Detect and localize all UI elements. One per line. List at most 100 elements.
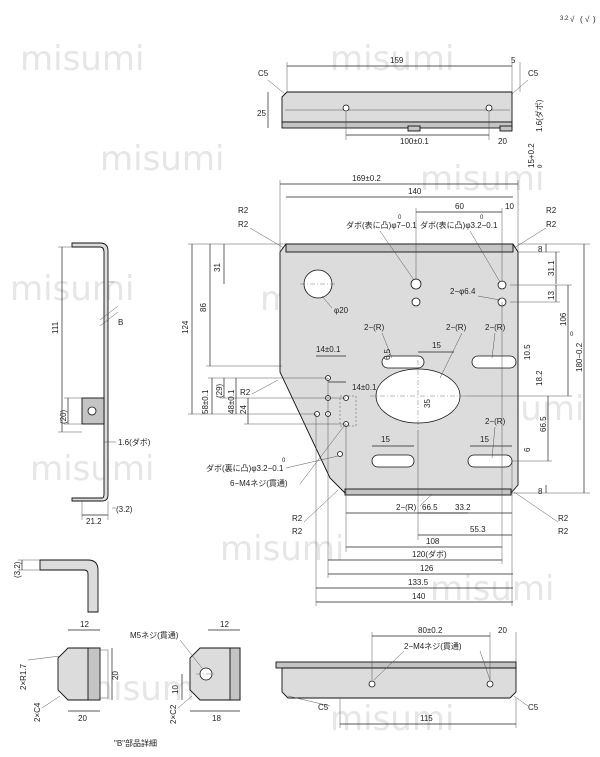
svg-text:140: 140 bbox=[412, 592, 426, 601]
svg-text:M5ネジ(貫通): M5ネジ(貫通) bbox=[130, 630, 179, 640]
svg-text:31: 31 bbox=[213, 263, 222, 272]
svg-text:25: 25 bbox=[257, 109, 266, 118]
svg-text:21.2: 21.2 bbox=[86, 517, 102, 526]
svg-text:66.5: 66.5 bbox=[422, 503, 438, 512]
svg-text:misumi: misumi bbox=[420, 159, 544, 199]
svg-text:2×R1.7: 2×R1.7 bbox=[19, 663, 28, 690]
svg-text:20: 20 bbox=[498, 626, 507, 635]
svg-text:15+0.2: 15+0.2 bbox=[527, 143, 536, 168]
svg-text:C5: C5 bbox=[528, 703, 539, 712]
detail-bend: (3.2) bbox=[13, 559, 99, 613]
svg-text:12: 12 bbox=[220, 620, 229, 629]
svg-text:1.6(ダボ): 1.6(ダボ) bbox=[118, 437, 151, 447]
detail-block-left: 12 20 20 2×R1.7 2×C4 bbox=[19, 620, 120, 723]
svg-text:14±0.1: 14±0.1 bbox=[352, 383, 377, 392]
svg-text:10.5: 10.5 bbox=[523, 344, 532, 360]
svg-text:(3.2): (3.2) bbox=[116, 505, 133, 514]
svg-text:2−φ6.4: 2−φ6.4 bbox=[450, 287, 476, 296]
svg-text:140: 140 bbox=[408, 187, 422, 196]
bottom-view: 80±0.2 20 2−M4ネジ(貫通) C5 C5 115 bbox=[275, 626, 539, 728]
svg-text:C5: C5 bbox=[528, 69, 539, 78]
svg-text:2−(R): 2−(R) bbox=[396, 503, 417, 512]
svg-text:): ) bbox=[593, 15, 596, 24]
svg-text:3.2: 3.2 bbox=[560, 16, 569, 22]
svg-text:60: 60 bbox=[455, 202, 464, 211]
svg-text:115: 115 bbox=[420, 714, 433, 723]
svg-text:ダボ(表に凸)φ7−0.1: ダボ(表に凸)φ7−0.1 bbox=[346, 220, 417, 230]
svg-text:(20): (20) bbox=[59, 409, 68, 424]
svg-text:133.5: 133.5 bbox=[408, 578, 429, 587]
svg-text:misumi: misumi bbox=[330, 699, 454, 739]
svg-text:20: 20 bbox=[111, 671, 120, 680]
svg-text:misumi: misumi bbox=[430, 569, 554, 609]
svg-text:20: 20 bbox=[78, 714, 87, 723]
svg-text:120(ダボ): 120(ダボ) bbox=[412, 549, 447, 559]
svg-text:180−0.2: 180−0.2 bbox=[575, 342, 584, 372]
svg-text:20: 20 bbox=[498, 137, 507, 146]
svg-text:48±0.1: 48±0.1 bbox=[227, 389, 236, 414]
svg-text:0: 0 bbox=[480, 215, 484, 221]
svg-text:10: 10 bbox=[505, 202, 514, 211]
svg-text:C5: C5 bbox=[318, 703, 329, 712]
svg-text:8: 8 bbox=[538, 487, 543, 496]
svg-text:R2: R2 bbox=[240, 388, 251, 397]
svg-text:R2: R2 bbox=[558, 514, 569, 523]
svg-text:R2: R2 bbox=[238, 220, 249, 229]
detail-block-right: M5ネジ(貫通) 12 10 2×C2 18 bbox=[130, 620, 241, 724]
svg-text:misumi: misumi bbox=[330, 39, 454, 79]
svg-text:106: 106 bbox=[559, 312, 568, 326]
svg-text:2×C4: 2×C4 bbox=[33, 702, 42, 722]
svg-text:0: 0 bbox=[538, 164, 544, 168]
top-view: 159 5 C5 C5 25 100±0.1 20 1.6(ダボ) 15+0.2… bbox=[257, 56, 544, 168]
svg-text:12: 12 bbox=[80, 620, 89, 629]
svg-text:R2: R2 bbox=[292, 514, 303, 523]
detail-title: "B"部品詳細 bbox=[114, 738, 157, 748]
svg-text:2×C2: 2×C2 bbox=[169, 704, 178, 724]
svg-text:31.1: 31.1 bbox=[547, 260, 556, 276]
svg-text:124: 124 bbox=[181, 320, 190, 334]
svg-text:169±0.2: 169±0.2 bbox=[352, 174, 381, 183]
svg-text:6−M4ネジ(貫通): 6−M4ネジ(貫通) bbox=[230, 478, 288, 488]
svg-text:86: 86 bbox=[199, 303, 208, 312]
svg-text:√: √ bbox=[570, 15, 575, 24]
svg-text:10: 10 bbox=[171, 685, 180, 694]
svg-text:R2: R2 bbox=[546, 206, 557, 215]
svg-text:misumi: misumi bbox=[10, 269, 134, 309]
svg-text:B: B bbox=[118, 318, 123, 327]
svg-text:18: 18 bbox=[212, 714, 221, 723]
svg-text:φ20: φ20 bbox=[334, 306, 349, 315]
svg-text:35: 35 bbox=[423, 399, 432, 408]
svg-text:6: 6 bbox=[523, 447, 532, 452]
svg-text:55.3: 55.3 bbox=[470, 525, 486, 534]
svg-text:ダボ(表に凸)φ3.2−0.1: ダボ(表に凸)φ3.2−0.1 bbox=[420, 220, 498, 230]
svg-text:R2: R2 bbox=[238, 206, 249, 215]
svg-text:80±0.2: 80±0.2 bbox=[418, 626, 443, 635]
svg-text:5: 5 bbox=[511, 56, 516, 65]
svg-text:√: √ bbox=[585, 15, 590, 24]
svg-text:108: 108 bbox=[426, 537, 440, 546]
svg-text:0: 0 bbox=[398, 215, 402, 221]
svg-text:18.2: 18.2 bbox=[535, 370, 544, 386]
side-view: 111 (20) 1.6(ダボ) B 21.2 (3.2) bbox=[51, 242, 151, 526]
svg-text:100±0.1: 100±0.1 bbox=[400, 137, 429, 146]
svg-text:1.6(ダボ): 1.6(ダボ) bbox=[534, 99, 544, 132]
svg-text:58±0.1: 58±0.1 bbox=[201, 389, 210, 414]
svg-text:0: 0 bbox=[570, 332, 574, 338]
svg-text:2−(R): 2−(R) bbox=[446, 323, 467, 332]
svg-text:misumi: misumi bbox=[220, 529, 344, 569]
svg-text:33.2: 33.2 bbox=[455, 503, 471, 512]
svg-text:0: 0 bbox=[282, 458, 286, 464]
svg-text:misumi: misumi bbox=[20, 39, 144, 79]
svg-text:2−(R): 2−(R) bbox=[485, 323, 506, 332]
svg-text:13: 13 bbox=[547, 291, 556, 300]
svg-text:2−(R): 2−(R) bbox=[485, 417, 506, 426]
svg-text:159: 159 bbox=[390, 56, 404, 65]
svg-text:2−(R): 2−(R) bbox=[364, 323, 385, 332]
svg-text:(3.2): (3.2) bbox=[13, 561, 22, 578]
surface-finish-mark: 3.2 √ ( √ ) bbox=[560, 15, 596, 24]
svg-text:14±0.1: 14±0.1 bbox=[316, 345, 341, 354]
svg-text:R2: R2 bbox=[292, 527, 303, 536]
svg-text:126: 126 bbox=[420, 564, 434, 573]
svg-text:66.5: 66.5 bbox=[539, 416, 548, 432]
